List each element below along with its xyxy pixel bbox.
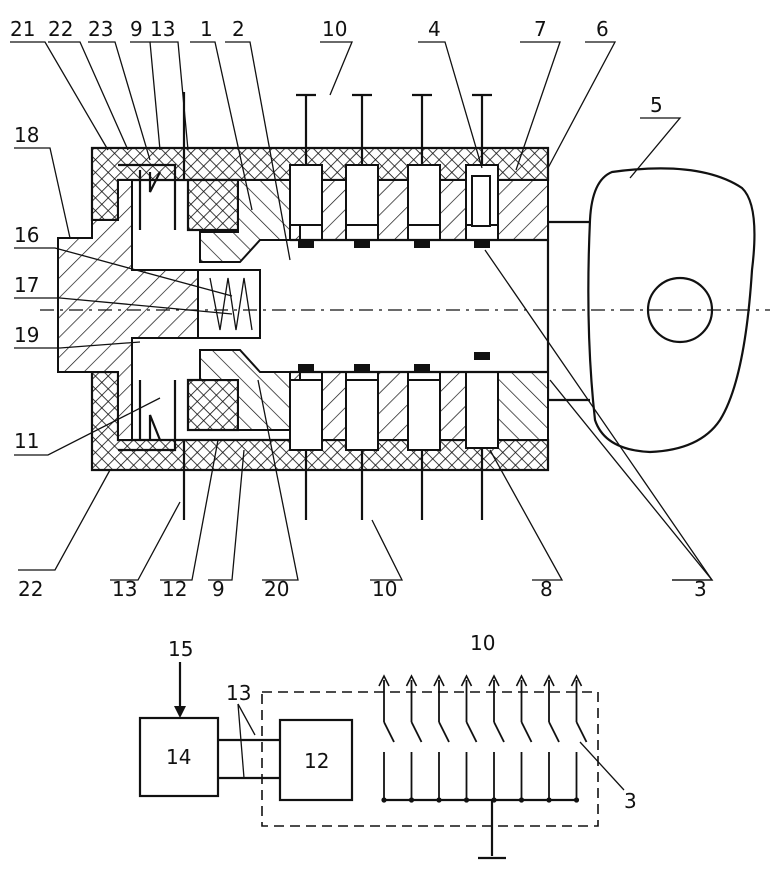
coil-12-bottom — [186, 378, 240, 432]
label-17: 17 — [14, 273, 39, 297]
label-2: 2 — [232, 17, 245, 41]
label-4: 4 — [428, 17, 441, 41]
switch-contact — [378, 674, 395, 803]
schematic-label-15: 15 — [168, 637, 193, 661]
label-1: 1 — [200, 17, 213, 41]
block-12-label: 12 — [304, 749, 329, 773]
ring-4 — [471, 175, 491, 227]
block-14-label: 14 — [166, 745, 191, 769]
keyway-channel — [290, 238, 548, 374]
pin-chambers-bottom — [289, 371, 549, 451]
leader-lines — [10, 41, 714, 581]
label-5: 5 — [650, 93, 663, 117]
switch-contact — [543, 674, 560, 803]
label-18: 18 — [14, 123, 39, 147]
label-9-bottom: 9 — [212, 577, 225, 601]
contact-rods-bottom — [182, 440, 484, 520]
switch-contact — [405, 674, 423, 803]
label-9-top: 9 — [130, 17, 143, 41]
label-22-top: 22 — [48, 17, 73, 41]
spring-marks — [298, 240, 490, 372]
compression-spring — [209, 277, 253, 331]
switch-array — [384, 798, 578, 860]
label-19: 19 — [14, 323, 39, 347]
label-10-top: 10 — [322, 17, 347, 41]
label-20: 20 — [264, 577, 289, 601]
spring-chamber — [197, 269, 261, 339]
top-labels: 21 22 23 9 13 1 2 10 4 7 6 5 — [10, 17, 663, 117]
switch-contact — [515, 674, 533, 803]
block-schematic: 15 14 13 12 10 3 — [138, 631, 637, 860]
schematic-label-10: 10 — [470, 631, 495, 655]
key-head — [587, 167, 756, 454]
label-10-bottom: 10 — [372, 577, 397, 601]
switch-group — [378, 674, 588, 803]
label-7: 7 — [534, 17, 547, 41]
switch-contact — [570, 674, 588, 803]
inner-sleeve-top — [118, 163, 177, 230]
label-6: 6 — [596, 17, 609, 41]
label-16: 16 — [14, 223, 39, 247]
label-12-section: 12 — [162, 577, 187, 601]
label-13-top: 13 — [150, 17, 175, 41]
label-3-section: 3 — [694, 577, 707, 601]
inner-sleeve-bottom — [118, 380, 177, 452]
key-shank — [546, 220, 590, 402]
block-14 — [138, 716, 220, 798]
schematic-label-3: 3 — [624, 789, 637, 813]
left-labels: 18 16 17 19 11 — [14, 123, 39, 453]
bottom-labels: 22 13 12 9 20 10 8 3 — [18, 577, 707, 601]
label-21: 21 — [10, 17, 35, 41]
switch-contact — [433, 674, 450, 803]
label-11: 11 — [14, 429, 39, 453]
schematic-dashed-enclosure — [261, 691, 599, 827]
label-22-bottom: 22 — [18, 577, 43, 601]
label-23: 23 — [88, 17, 113, 41]
switch-contact — [460, 674, 478, 803]
label-8: 8 — [540, 577, 553, 601]
coil-12-top — [186, 178, 240, 232]
block-12 — [278, 718, 354, 802]
label-13-bottom: 13 — [112, 577, 137, 601]
schematic-label-13: 13 — [226, 681, 251, 705]
switch-contact — [488, 674, 505, 803]
lock-cross-section — [10, 41, 770, 581]
